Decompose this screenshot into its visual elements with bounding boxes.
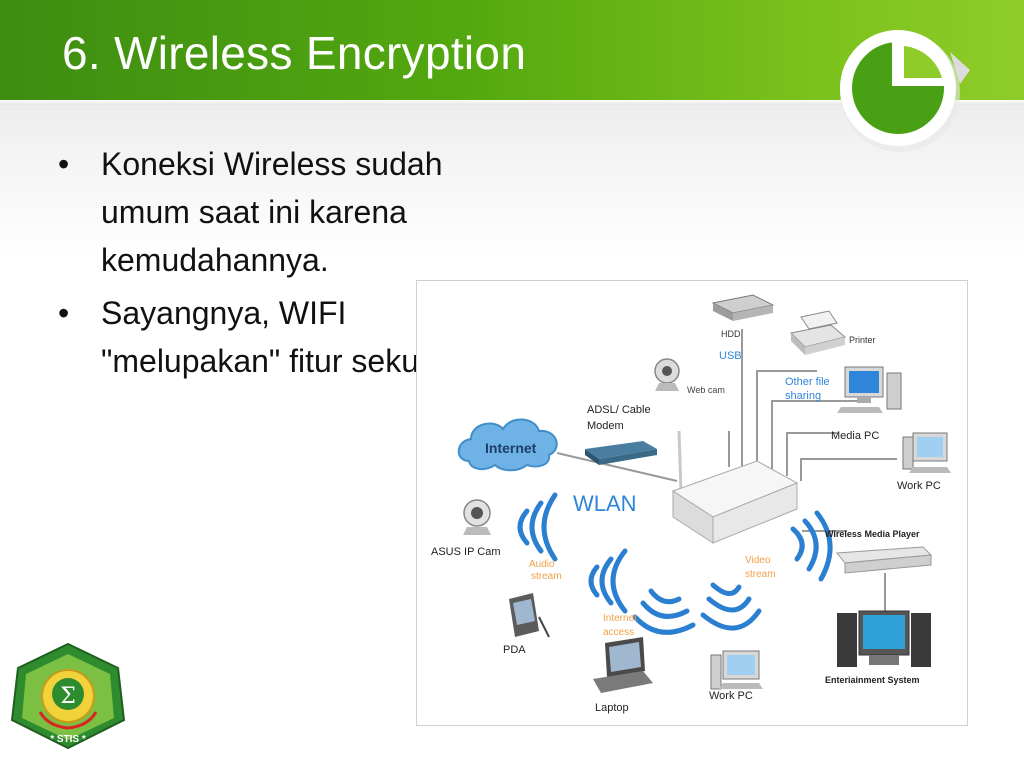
internet-access-label-1: Internet [603, 613, 637, 624]
wlan-label: WLAN [573, 491, 637, 516]
work-pc-right-icon [902, 432, 951, 473]
pda-icon [509, 593, 550, 638]
audio-stream-label: stream [531, 571, 562, 582]
media-pc-icon [837, 366, 902, 413]
modem-label: Modem [587, 420, 624, 432]
usb-label: USB [719, 350, 742, 362]
wireless-signal-waves-icon [517, 492, 833, 635]
printer-label: Printer [849, 335, 876, 345]
internet-access-label-2: access [603, 627, 634, 638]
decorative-clock-logo-icon [840, 30, 970, 152]
laptop-label: Laptop [595, 702, 629, 714]
hdd-label: HDD [721, 329, 741, 339]
bullet-list: Koneksi Wireless sudah umum saat ini kar… [56, 140, 486, 390]
network-diagram-svg: Internet ADSL/ Cable Modem Web cam HDD U… [431, 294, 951, 714]
laptop-icon [593, 637, 653, 693]
other-file-label: Other file [785, 376, 830, 388]
work-pc-right-label: Work PC [897, 480, 941, 492]
video-stream-label: stream [745, 569, 776, 580]
title-bar-divider [0, 100, 1024, 105]
pda-label: PDA [503, 644, 526, 656]
wireless-media-player-label: Wireless Media Player [825, 529, 920, 539]
internet-cloud-icon [457, 418, 558, 472]
asus-ip-cam-icon [463, 499, 491, 535]
adsl-label: ADSL/ Cable [587, 404, 651, 416]
media-pc-label: Media PC [831, 430, 879, 442]
cable-lines [556, 329, 897, 613]
printer-icon [789, 310, 847, 355]
bullet-item: Sayangnya, WIFI "melupakan" fitur sekuri… [56, 289, 486, 385]
work-pc-bottom-icon [710, 650, 763, 690]
audio-label: Audio [529, 559, 555, 570]
entertainment-system-icon [837, 610, 931, 667]
svg-text:* STIS *: * STIS * [50, 734, 86, 745]
web-cam-icon [654, 358, 680, 391]
sharing-label: sharing [785, 390, 821, 402]
wireless-media-player-icon [836, 546, 933, 574]
adsl-modem-icon [585, 441, 657, 465]
hdd-icon [711, 294, 775, 321]
wireless-router-icon [671, 430, 799, 544]
asus-ip-cam-label: ASUS IP Cam [431, 546, 501, 558]
web-cam-label: Web cam [687, 385, 725, 395]
entertainment-system-label: Enteriainment System [825, 675, 920, 685]
work-pc-bottom-label: Work PC [709, 690, 753, 702]
slide-title: 6. Wireless Encryption [62, 27, 527, 79]
svg-text:Σ: Σ [60, 684, 76, 709]
bullet-item: Koneksi Wireless sudah umum saat ini kar… [56, 140, 486, 284]
internet-label: Internet [485, 440, 537, 456]
stis-seal-logo: Σ * STIS * [10, 642, 126, 750]
video-label: Video [745, 555, 771, 566]
wireless-network-diagram: Internet ADSL/ Cable Modem Web cam HDD U… [416, 280, 968, 726]
